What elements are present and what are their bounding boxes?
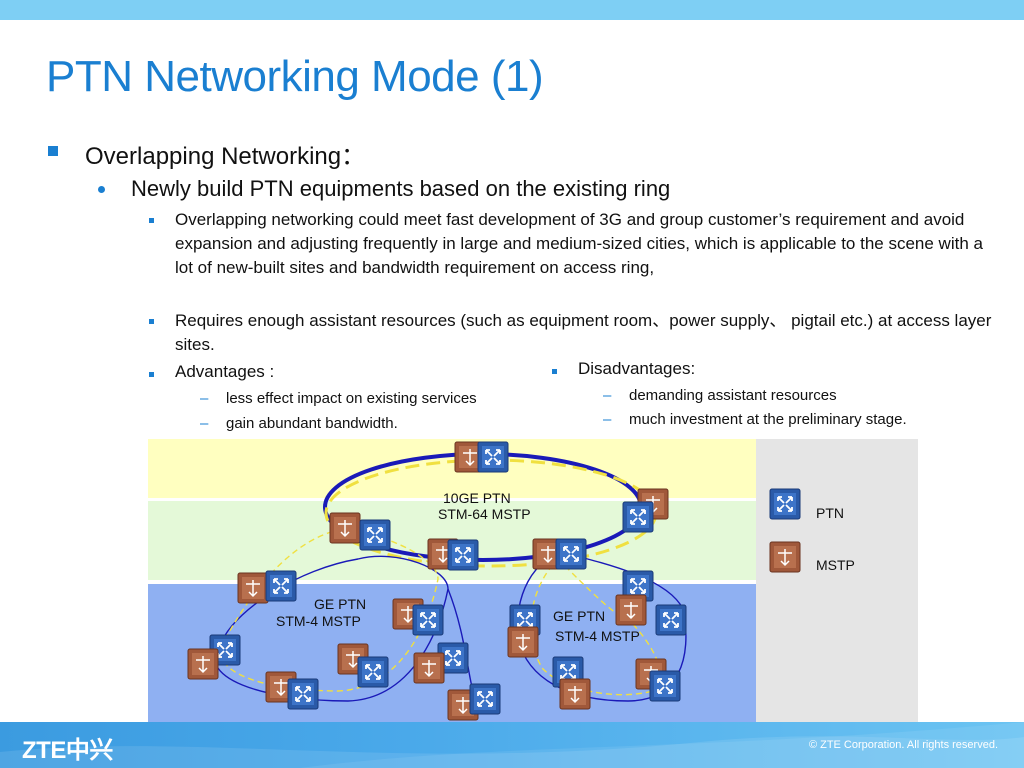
point-text: Requires enough assistant resources (suc… [175, 311, 992, 354]
point-2: Requires enough assistant resources (suc… [149, 309, 1005, 357]
advantages-label: Advantages : [175, 362, 275, 381]
core-layer-band [148, 439, 756, 498]
mstp-node [187, 648, 219, 680]
ptn-node [477, 441, 509, 473]
core-label-1: 10GE PTN [443, 490, 511, 506]
legend-ptn-icon [769, 488, 801, 520]
disadvantages-label: Disadvantages: [578, 359, 696, 378]
point-1: Overlapping networking could meet fast d… [149, 208, 1005, 280]
mstp-node [507, 626, 539, 658]
ptn-node [655, 604, 687, 636]
ptn-node [359, 519, 391, 551]
square-bullet-icon [48, 146, 58, 156]
ptn-node [412, 604, 444, 636]
dash-bullet-icon: – [200, 390, 209, 407]
network-topology [187, 441, 801, 721]
bullet-text: Overlapping Networking： [85, 143, 366, 170]
disadvantage-text: much investment at the preliminary stage… [629, 411, 907, 428]
top-accent-bar [0, 0, 1024, 20]
advantage-item: – less effect impact on existing service… [200, 390, 477, 407]
legend-mstp-label: MSTP [816, 557, 855, 573]
core-label-2: STM-64 MSTP [438, 506, 531, 522]
mstp-node [329, 512, 361, 544]
ptn-node [469, 683, 501, 715]
dash-bullet-icon: – [603, 411, 612, 428]
ptn-node [555, 538, 587, 570]
point-text: Overlapping networking could meet fast d… [175, 210, 983, 277]
dash-bullet-icon: – [200, 415, 209, 432]
legend-mstp-icon [769, 541, 801, 573]
ptn-node [265, 570, 297, 602]
mstp-node [237, 572, 269, 604]
ptn-node [649, 670, 681, 702]
disadvantage-text: demanding assistant resources [629, 387, 837, 404]
copyright-text: © ZTE Corporation. All rights reserved. [808, 739, 998, 751]
mstp-node [559, 678, 591, 710]
left-ring-label-1: GE PTN [314, 596, 367, 612]
legend-panel [756, 439, 918, 722]
footer-bar: ZTE中兴 © ZTE Corporation. All rights rese… [0, 722, 1024, 768]
square-bullet-icon [149, 372, 154, 377]
advantage-text: less effect impact on existing services [226, 390, 477, 407]
dash-bullet-icon: – [603, 387, 612, 404]
ptn-node [622, 501, 654, 533]
advantage-text: gain abundant bandwidth. [226, 415, 398, 432]
mstp-node [413, 652, 445, 684]
left-ring-label-2: STM-4 MSTP [276, 613, 361, 629]
right-ring-label-2: STM-4 MSTP [555, 628, 640, 644]
left-ptn-ring [214, 555, 449, 702]
zte-logo: ZTE中兴 [22, 737, 113, 764]
disadvantage-item: – much investment at the preliminary sta… [603, 411, 907, 428]
square-bullet-icon [552, 369, 557, 374]
footer-wave-decoration [0, 722, 1024, 768]
square-bullet-icon [149, 218, 154, 223]
network-diagram: 10GE PTN STM-64 MSTP GE PTN STM-4 MSTP G… [148, 439, 918, 722]
bullet-text: Newly build PTN equipments based on the … [131, 176, 671, 201]
legend-ptn-label: PTN [816, 505, 844, 521]
square-bullet-icon [149, 319, 154, 324]
ptn-node [357, 656, 389, 688]
right-ring-label-1: GE PTN [553, 608, 606, 624]
advantage-item: – gain abundant bandwidth. [200, 415, 398, 432]
ptn-node [287, 678, 319, 710]
ptn-node [447, 539, 479, 571]
slide-title: PTN Networking Mode (1) [46, 52, 544, 101]
dot-bullet-icon [98, 186, 105, 193]
disadvantage-item: – demanding assistant resources [603, 387, 837, 404]
mstp-node [615, 594, 647, 626]
